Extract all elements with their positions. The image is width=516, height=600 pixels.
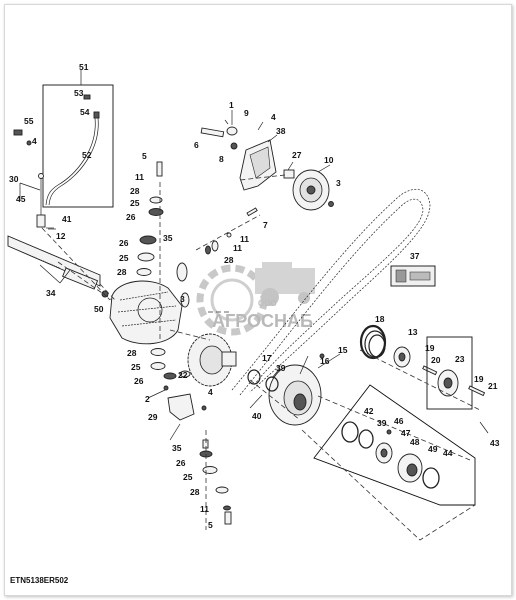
idler-bracket [200,126,295,191]
part-label: 54 [80,107,90,117]
watermark-text: АГРОСНАБ [212,311,313,331]
part-label: 50 [94,304,104,314]
part-label: 49 [428,444,438,454]
part-labels: 51 53 54 52 55 4 30 45 41 12 34 50 1 9 4… [9,62,500,530]
part-label: 19 [425,343,435,353]
part-label: 10 [324,155,334,165]
part-label: 29 [148,412,158,422]
part-label: 4 [271,112,276,122]
part-label: 53 [74,88,84,98]
watermark-logo: ООО АГРОСНАБ [196,262,315,336]
gear-column-upper [136,161,258,308]
part-label: 26 [119,238,129,248]
cable-group-box [42,70,114,208]
leader-lines [19,110,489,441]
part-label: 3 [180,294,185,304]
part-label: 26 [176,458,186,468]
part-label: 26 [126,212,136,222]
part-label: 15 [338,345,348,355]
part-label: 28 [224,255,234,265]
part-label: 44 [443,448,453,458]
part-label: 4 [208,387,213,397]
bearing-box [426,336,486,410]
part-label: 20 [431,355,441,365]
part-label: 47 [401,428,411,438]
part-label: 34 [46,288,56,298]
part-label: 11 [200,504,209,514]
part-label: 19 [474,374,484,384]
part-label: 11 [240,234,249,244]
part-label: 6 [194,140,199,150]
part-label: 45 [16,194,26,204]
part-label: 11 [135,172,144,182]
part-label: 40 [252,411,262,421]
left-small-parts [13,129,54,229]
connection-lines [41,174,481,541]
part-label: 22 [178,370,188,380]
part-label: 48 [410,437,420,447]
part-label: 38 [276,126,286,136]
part-label: 25 [119,253,129,263]
decal-box [390,265,436,287]
spring-assembly [359,324,438,376]
clutch-pulley [247,353,325,426]
part-label: 46 [394,416,404,426]
part-label: 39 [276,363,286,373]
part-label: 26 [134,376,144,386]
part-label: 21 [488,381,498,391]
part-label: 5 [208,520,213,530]
diagram-frame [4,4,512,596]
part-label: 9 [244,108,249,118]
part-label: 8 [219,154,224,164]
part-label: 13 [408,327,418,337]
part-label: 3 [336,178,341,188]
watermark-small-text: ООО [258,299,277,308]
part-label: 41 [62,214,72,224]
part-label: 28 [117,267,127,277]
part-label: 5 [142,151,147,161]
part-label: 28 [127,348,137,358]
part-label: 2 [145,394,150,404]
part-label: 55 [24,116,34,126]
part-label: 25 [183,472,193,482]
part-label: 39 [377,418,387,428]
drive-chain [231,189,431,396]
part-label: 12 [56,231,66,241]
part-label: 7 [263,220,268,230]
part-label: 1 [229,100,234,110]
shaft-assembly [7,235,109,298]
part-label: 52 [82,150,92,160]
part-label: 27 [292,150,302,160]
gearbox-housing [109,280,183,345]
part-label: 37 [410,251,420,261]
part-label: 11 [233,243,242,253]
part-label: 28 [190,487,200,497]
part-label: 28 [130,186,140,196]
idler-pulley [292,169,334,211]
part-label: 17 [262,353,272,363]
part-label: 43 [490,438,500,448]
part-label: 51 [79,62,89,72]
drive-sprocket [187,333,237,387]
part-label: 16 [320,356,330,366]
part-label: 4 [32,136,37,146]
part-label: 35 [172,443,182,453]
diagram-code: ETN5138ER502 [10,576,69,585]
part-label: 42 [364,406,374,416]
clutch-assembly-box [313,384,476,506]
part-label: 30 [9,174,19,184]
part-label: 18 [375,314,385,324]
part-label: 35 [163,233,173,243]
part-label: 25 [130,198,140,208]
part-label: 23 [455,354,465,364]
part-label: 25 [131,362,141,372]
